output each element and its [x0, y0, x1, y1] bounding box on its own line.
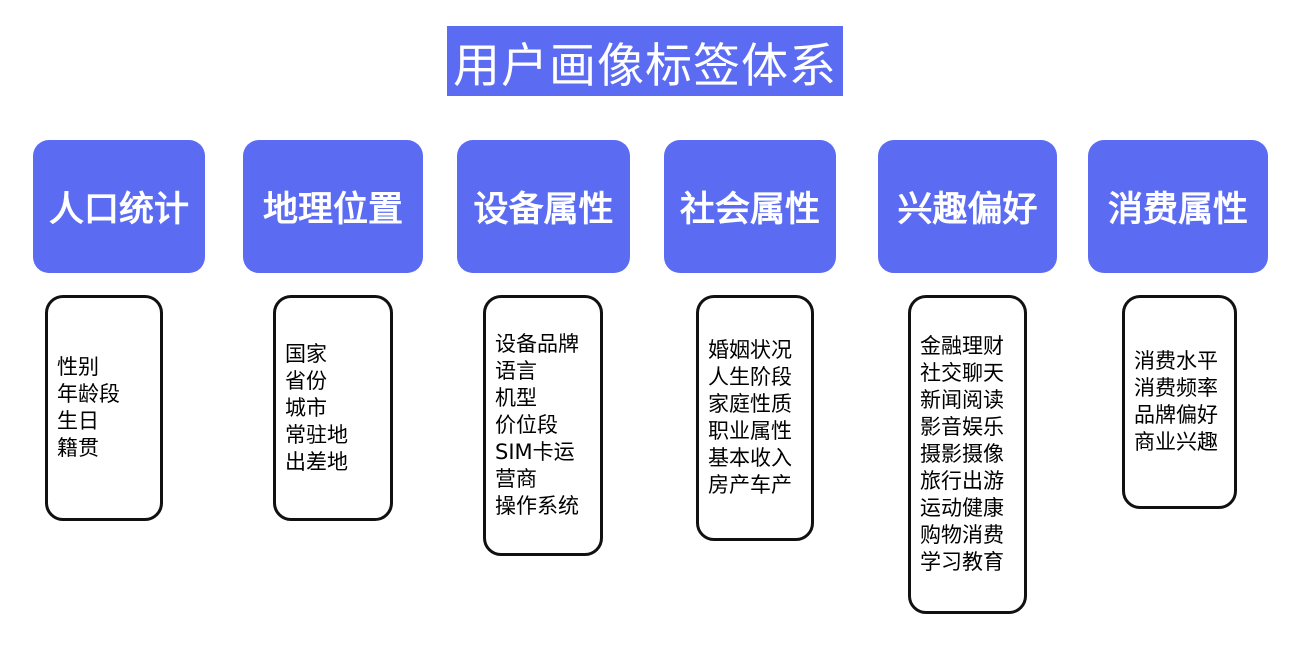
tag-item: 籍贯 [57, 436, 99, 460]
tag-item: 房产车产 [708, 473, 792, 497]
tag-item: 操作系统 [495, 494, 579, 518]
tag-item: 购物消费 [920, 523, 1004, 547]
tag-list-interests: 金融理财社交聊天新闻阅读影音娱乐摄影摄像旅行出游运动健康购物消费学习教育 [908, 295, 1027, 614]
tag-item: 常驻地 [285, 422, 348, 447]
tag-item: 人生阶段 [708, 365, 792, 389]
diagram-title-banner: 用户画像标签体系 [447, 26, 843, 96]
tag-item: 家庭性质 [708, 392, 792, 416]
tag-item: 生日 [57, 409, 99, 433]
tag-item: 旅行出游 [920, 469, 1004, 493]
tag-item: 学习教育 [920, 550, 1004, 574]
tag-item: 国家 [285, 341, 327, 366]
tag-item: 新闻阅读 [920, 388, 1004, 412]
tag-item: SIM卡运营商 [495, 440, 575, 491]
tag-list-consumption: 消费水平消费频率品牌偏好商业兴趣 [1122, 295, 1237, 509]
tag-item: 城市 [285, 395, 327, 420]
category-header-interests: 兴趣偏好 [878, 140, 1057, 273]
tag-item: 消费频率 [1134, 376, 1218, 400]
tag-item: 商业兴趣 [1134, 430, 1218, 454]
category-header-demographics: 人口统计 [33, 140, 205, 273]
tag-item: 影音娱乐 [920, 415, 1004, 439]
tag-item: 出差地 [285, 449, 348, 474]
category-header-consumption: 消费属性 [1088, 140, 1268, 273]
category-header-social: 社会属性 [664, 140, 836, 273]
tag-item: 设备品牌 [495, 332, 579, 356]
tag-item: 基本收入 [708, 446, 792, 470]
category-header-geography: 地理位置 [243, 140, 423, 273]
tag-list-social: 婚姻状况人生阶段家庭性质职业属性基本收入房产车产 [696, 295, 814, 541]
tag-item: 价位段 [495, 413, 558, 437]
tag-item: 年龄段 [57, 382, 120, 406]
tag-list-device: 设备品牌语言机型价位段 SIM卡运营商操作系统 [483, 295, 603, 556]
tag-item: 省份 [285, 368, 327, 393]
tag-item: 职业属性 [708, 419, 792, 443]
tag-item: 摄影摄像 [920, 442, 1004, 466]
tag-item: 运动健康 [920, 496, 1004, 520]
tag-item: 社交聊天 [920, 361, 1004, 385]
tag-list-geography: 国家省份城市常驻地出差地 [273, 295, 393, 521]
tag-item: 金融理财 [920, 334, 1004, 358]
tag-list-demographics: 性别年龄段生日籍贯 [45, 295, 163, 521]
category-header-device: 设备属性 [457, 140, 630, 273]
tag-item: 婚姻状况 [708, 338, 792, 362]
diagram-title: 用户画像标签体系 [453, 38, 837, 94]
tag-item: 性别 [57, 355, 99, 379]
tag-item: 消费水平 [1134, 349, 1218, 373]
tag-item: 品牌偏好 [1134, 403, 1218, 427]
tag-item: 语言 [495, 359, 537, 383]
tag-item: 机型 [495, 386, 537, 410]
